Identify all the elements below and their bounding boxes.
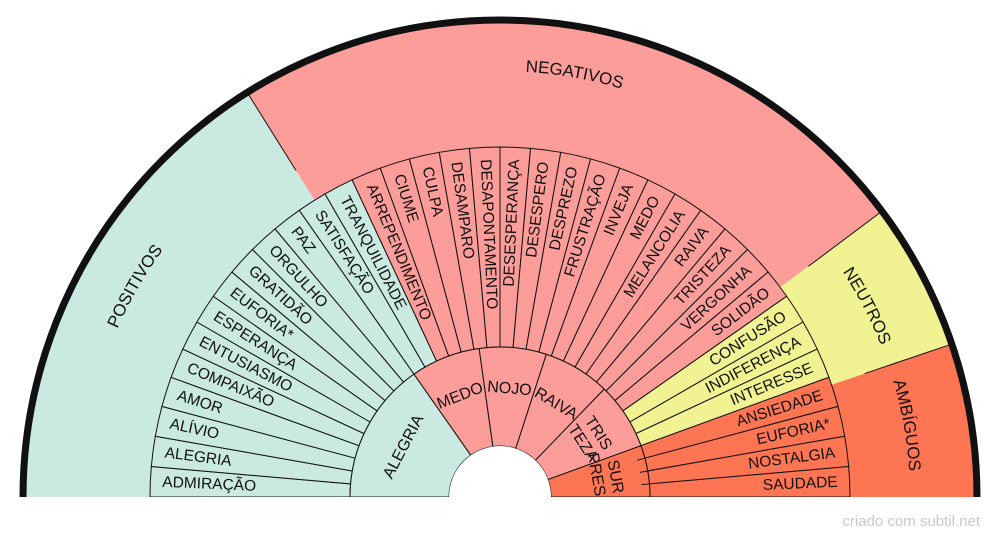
wedge-divider	[637, 457, 646, 461]
center-hole	[449, 446, 551, 497]
core-ring	[349, 346, 651, 498]
emotion-label: SAUDADE	[762, 474, 838, 494]
emotion-label: DESESPERANÇA	[501, 158, 524, 287]
baseline-mask	[0, 497, 1000, 540]
emotion-label: ADMIRAÇÃO	[162, 474, 257, 495]
core-emotion-sector	[349, 373, 472, 498]
emotion-ring	[149, 146, 851, 498]
outer-rim	[19, 16, 981, 498]
wedge-divider	[639, 470, 648, 473]
emotion-label: DESAPONTAMENTO	[477, 159, 501, 310]
credit-text: criado com subtil.net	[842, 513, 980, 530]
wedge-divider	[641, 483, 650, 486]
category-divider	[807, 210, 883, 267]
core-emotion-label: NOJO	[487, 379, 533, 400]
wheel-frame	[0, 16, 1000, 540]
category-divider	[864, 343, 952, 375]
category-divider	[246, 92, 297, 171]
